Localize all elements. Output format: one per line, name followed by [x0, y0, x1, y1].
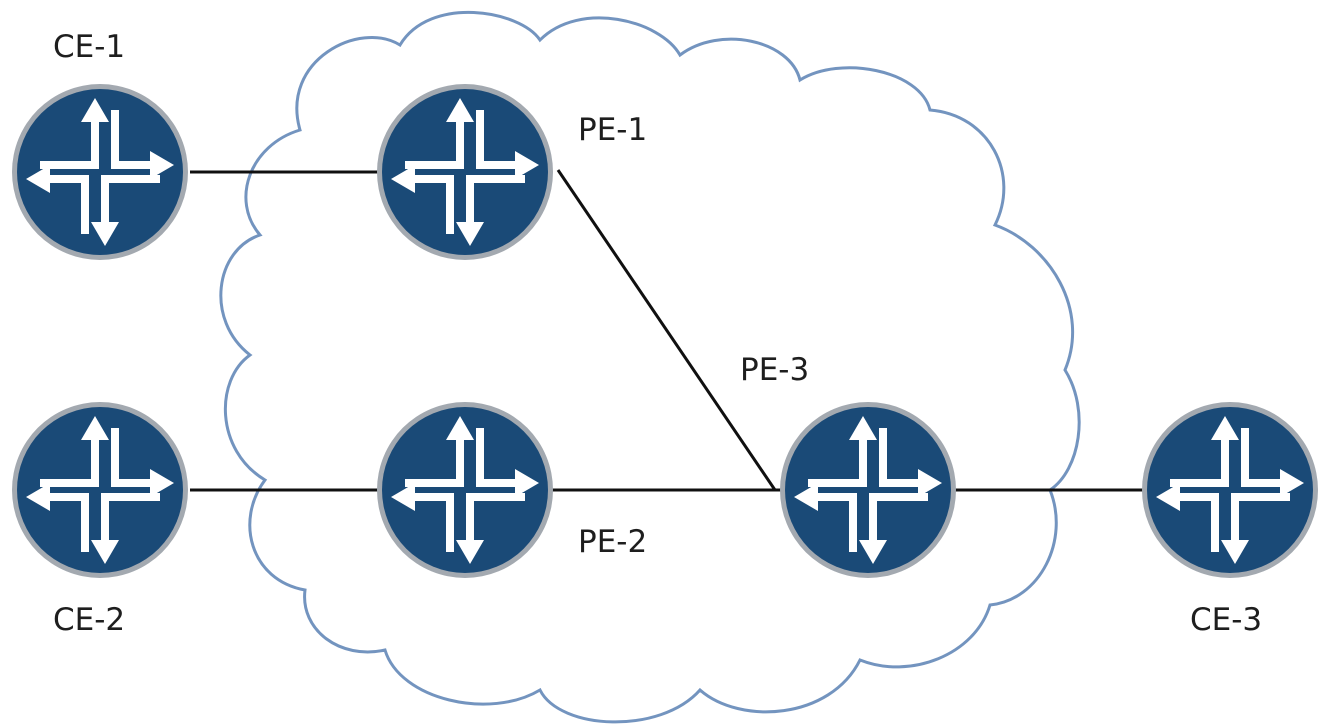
- link-pe1-pe3: [556, 169, 777, 491]
- router-icon: [12, 402, 188, 578]
- label-pe2: PE-2: [578, 524, 647, 560]
- router-icon: [377, 84, 553, 260]
- router-icon: [377, 402, 553, 578]
- router-pe3[interactable]: [780, 402, 956, 578]
- router-icon: [12, 84, 188, 260]
- router-icon: [780, 402, 956, 578]
- label-ce2: CE-2: [53, 602, 125, 638]
- label-pe1: PE-1: [578, 112, 647, 148]
- router-ce3[interactable]: [1142, 402, 1318, 578]
- router-ce2[interactable]: [12, 402, 188, 578]
- router-pe1[interactable]: [377, 84, 553, 260]
- label-ce1: CE-1: [53, 29, 125, 65]
- router-pe2[interactable]: [377, 402, 553, 578]
- label-pe3: PE-3: [740, 352, 809, 388]
- router-ce1[interactable]: [12, 84, 188, 260]
- label-ce3: CE-3: [1190, 602, 1262, 638]
- provider-cloud: [219, 11, 1081, 724]
- links: [190, 169, 1145, 492]
- router-icon: [1142, 402, 1318, 578]
